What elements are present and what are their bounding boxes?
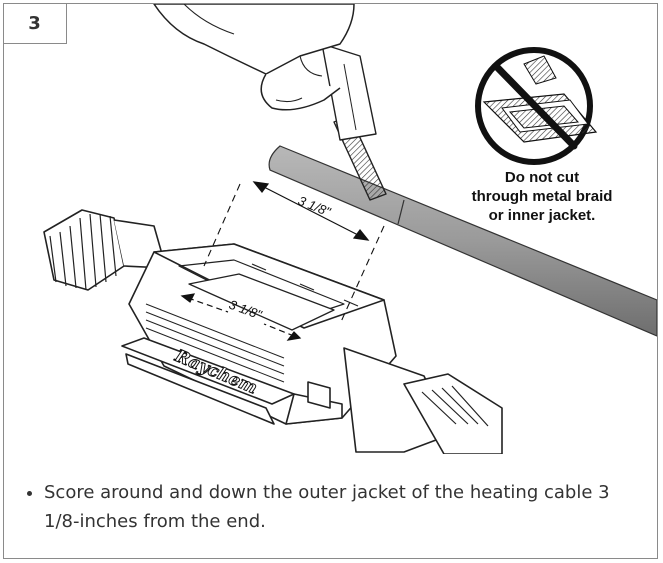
instruction-item: Score around and down the outer jacket o… (44, 478, 622, 536)
hand (153, 4, 355, 111)
connector-kit (43, 209, 503, 454)
installation-illustration: Raychem 3 1/8" 3 1/8" (43, 4, 657, 454)
warning-line-2: through metal braid (472, 188, 613, 205)
warning-line-1: Do not cut (505, 169, 579, 186)
utility-knife (321, 43, 387, 201)
dimension-top-label: 3 1/8" (296, 193, 334, 220)
no-cut-prohibition-icon (475, 47, 598, 165)
heating-cable (268, 145, 657, 337)
warning-line-3: or inner jacket. (489, 207, 596, 224)
instruction-list: Score around and down the outer jacket o… (22, 478, 622, 536)
warning-text: Do not cut through metal braid or inner … (472, 169, 613, 224)
instructions: Score around and down the outer jacket o… (22, 478, 622, 536)
step-number: 3 (3, 3, 67, 44)
